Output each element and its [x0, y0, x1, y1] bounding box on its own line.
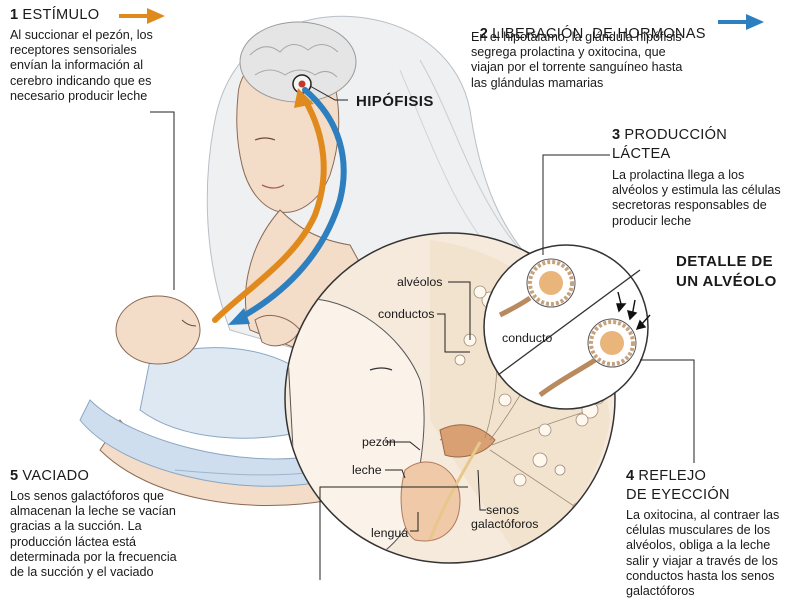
step4-text: La oxitocina, al contraer las células mu… — [626, 508, 788, 599]
leader-step3 — [543, 155, 610, 255]
arrow-right-blue-icon — [718, 14, 764, 30]
step5-text: Los senos galactóforos que almacenan la … — [10, 489, 188, 580]
leader-step4 — [640, 360, 694, 463]
label-senos-line1: senos — [486, 503, 519, 517]
step4-number: 4 — [626, 468, 634, 484]
step3-text: La prolactina llega a los alvéolos y est… — [612, 168, 784, 229]
step5-number: 5 — [10, 468, 18, 484]
leader-step1 — [150, 112, 174, 290]
arrow-right-orange-icon — [119, 8, 165, 24]
label-lengua: lengua — [371, 526, 408, 540]
detalle-label-line1: DETALLE DE — [676, 252, 773, 271]
baby-head — [116, 296, 200, 364]
step1-text: Al succionar el pezón, los receptores se… — [10, 28, 170, 104]
step4-title-line2: DE EYECCIÓN — [626, 487, 730, 504]
label-conductos: conductos — [378, 307, 434, 321]
step3-title-line2: LÁCTEA — [612, 146, 671, 163]
label-conducto: conducto — [502, 331, 552, 345]
step4-title-line1: REFLEJO — [638, 468, 706, 484]
step3-number: 3 — [612, 127, 620, 143]
step3-title-line1: PRODUCCIÓN — [624, 127, 727, 143]
step5-title-text: VACIADO — [22, 468, 89, 484]
step1-number: 1 — [10, 7, 18, 23]
label-alveolos: alvéolos — [397, 275, 442, 289]
step2-text: En el hipotálamo, la glándula hipófisis … — [471, 30, 686, 91]
detalle-label-line2: UN ALVÉOLO — [676, 272, 777, 291]
label-leche: leche — [352, 463, 382, 477]
baby-tongue — [401, 462, 460, 541]
hipofisis-label: HIPÓFISIS — [356, 92, 434, 111]
label-pezon: pezón — [362, 435, 396, 449]
step1-title-text: ESTÍMULO — [22, 7, 99, 23]
label-senos-line2: galactóforos — [471, 517, 539, 531]
